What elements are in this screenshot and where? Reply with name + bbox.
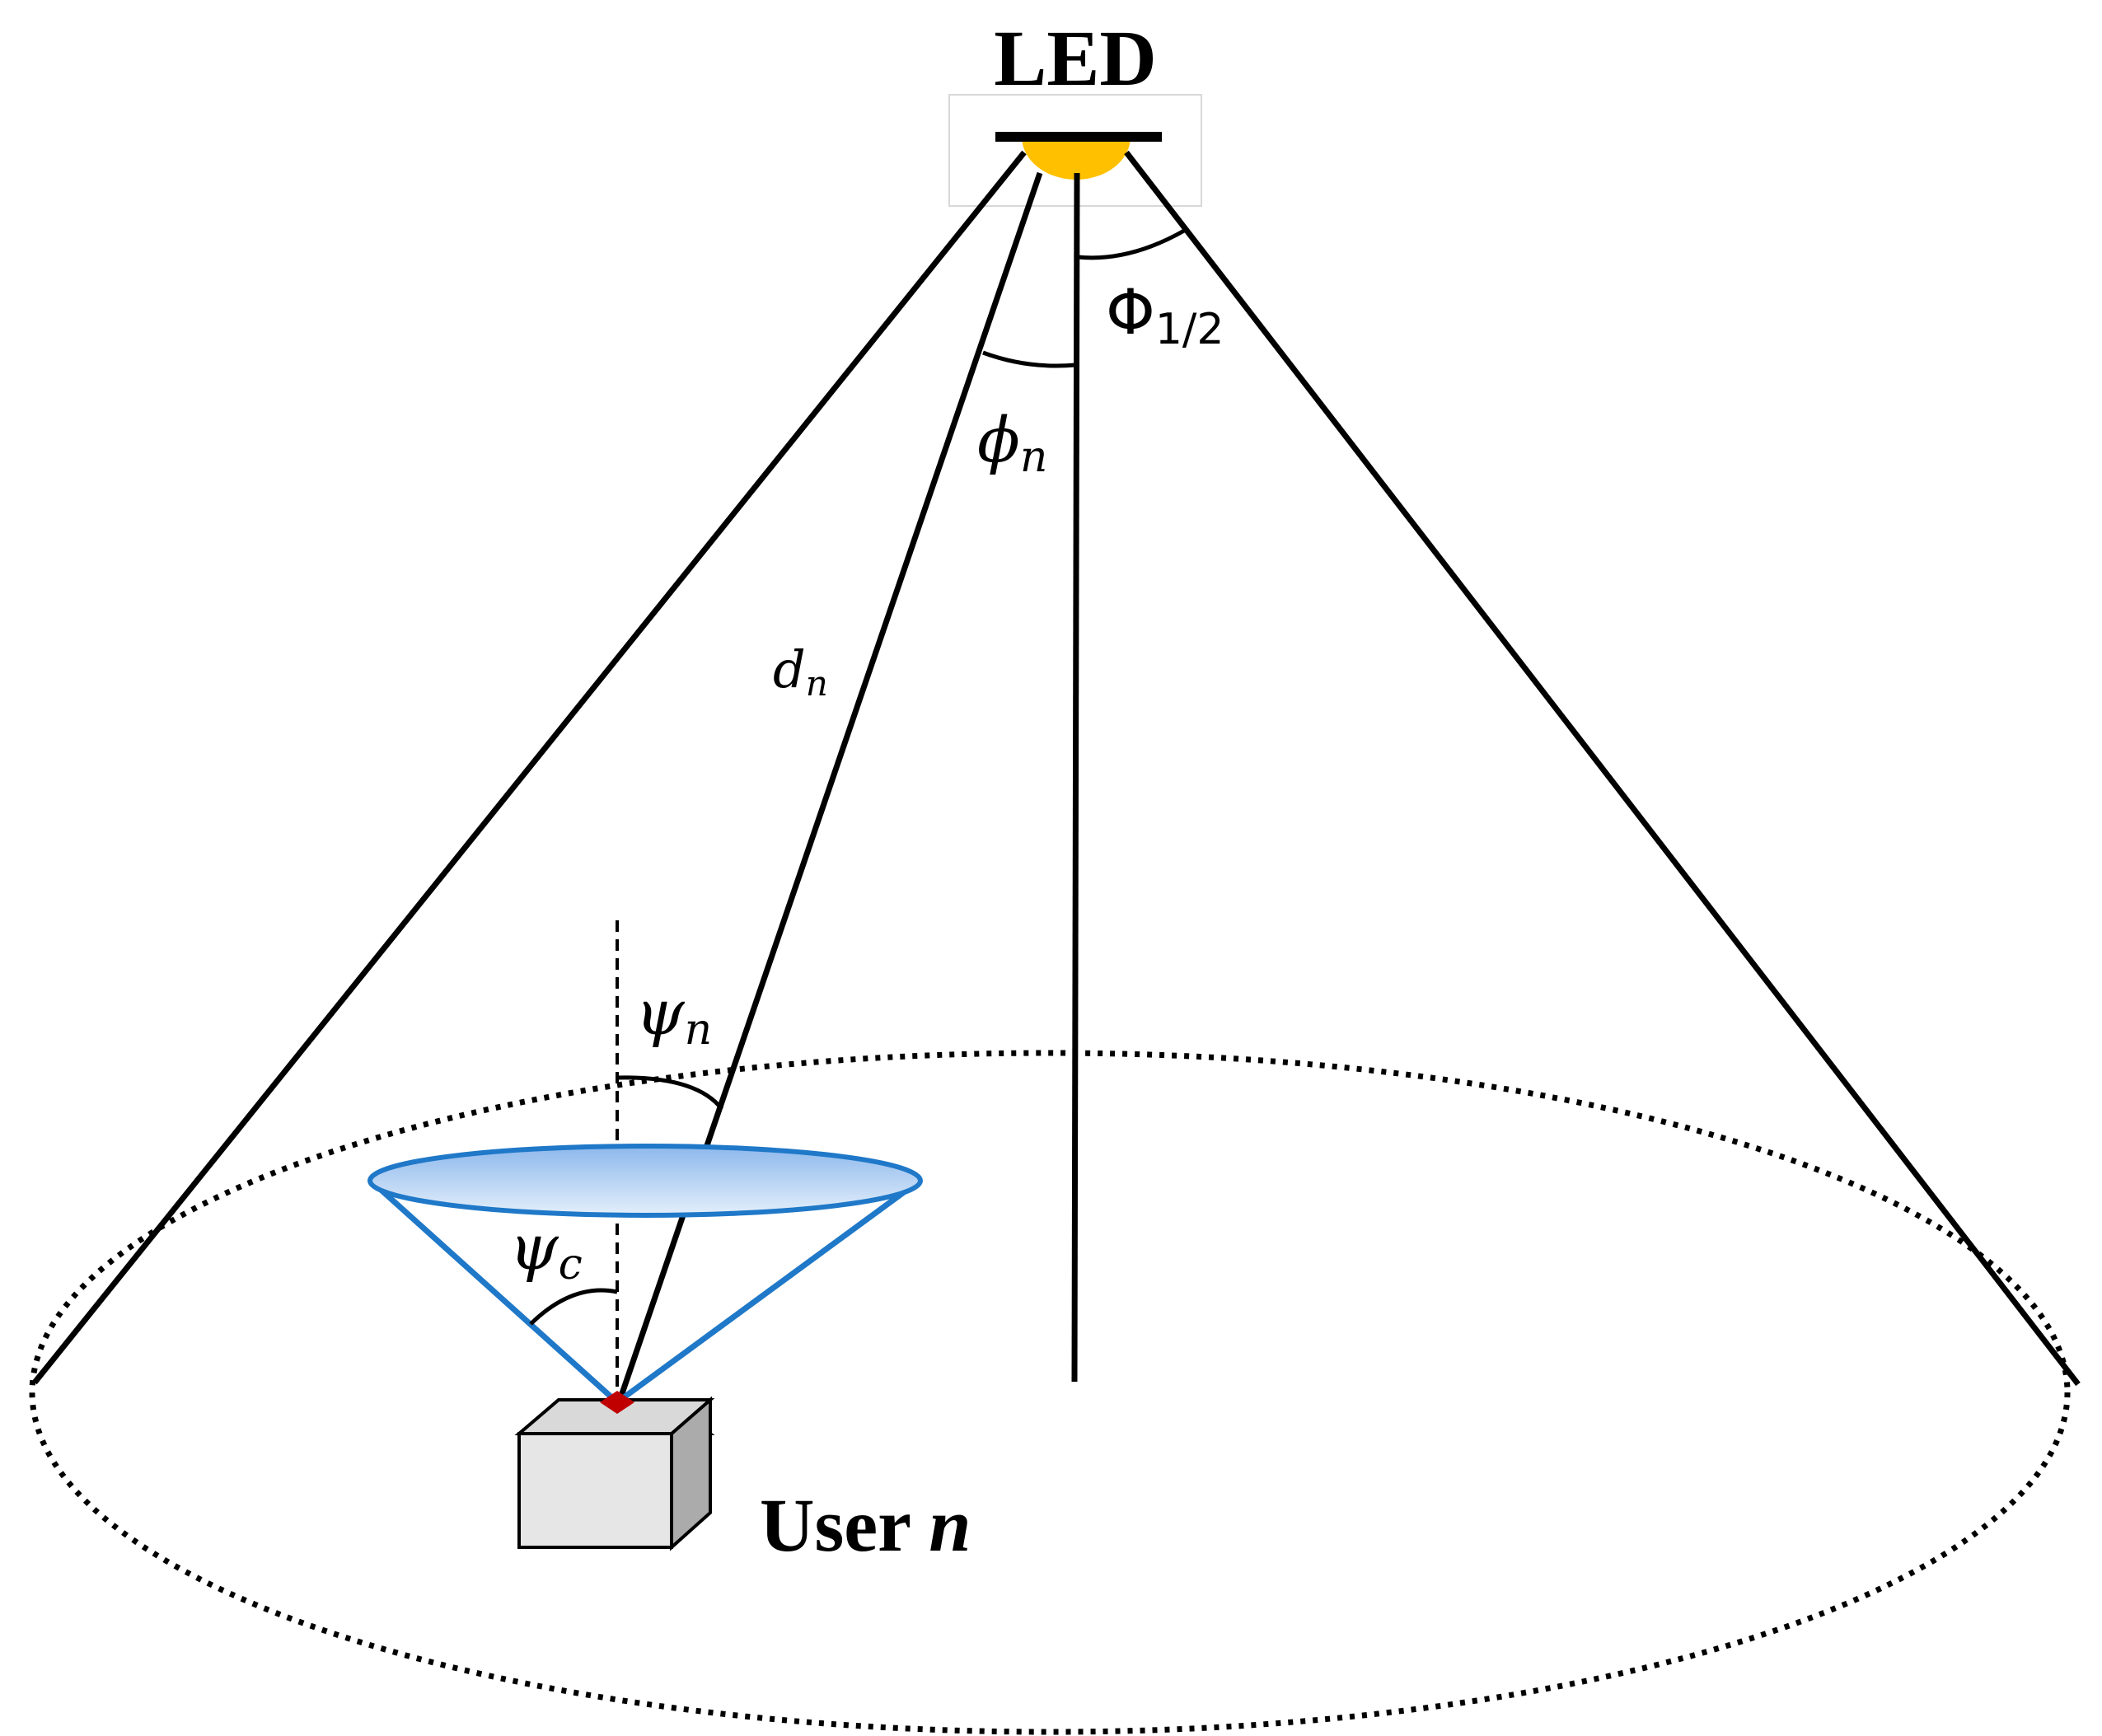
cone-right-edge	[1124, 150, 2081, 1387]
irradiance-angle-arc	[982, 350, 1076, 368]
photodetector-icon	[600, 1391, 634, 1414]
fov-angle-label: ψc	[509, 1210, 583, 1289]
distance-label: dn	[773, 639, 828, 704]
half-power-angle-arc	[1077, 228, 1186, 260]
incidence-angle-subscript: n	[685, 1005, 713, 1055]
fov-cone-left-edge	[368, 1178, 620, 1405]
irradiance-angle-symbol: ϕ	[977, 403, 1020, 476]
half-power-angle-symbol: Φ	[1106, 275, 1155, 349]
coverage-area-ellipse	[29, 1050, 2071, 1735]
incidence-angle-symbol: ψ	[635, 976, 686, 1049]
distance-subscript: n	[806, 663, 828, 704]
led-label: LED	[994, 14, 1156, 102]
distance-symbol: d	[773, 639, 806, 700]
cone-left-edge	[32, 150, 1027, 1385]
irradiance-angle-subscript: n	[1020, 433, 1048, 482]
irradiance-angle-label: ϕn	[977, 403, 1047, 482]
led-normal-axis	[1071, 172, 1080, 1383]
box-front-face	[517, 1432, 673, 1549]
fov-angle-symbol: ψ	[509, 1210, 559, 1284]
half-power-angle-label: Φ1/2	[1106, 275, 1224, 354]
receiver-lens	[367, 1144, 923, 1218]
fov-angle-arc	[529, 1288, 618, 1326]
fov-cone-right-edge	[615, 1178, 922, 1405]
incidence-angle-arc	[616, 1075, 723, 1111]
half-power-angle-subscript: 1/2	[1155, 305, 1224, 354]
led-dome	[1022, 137, 1131, 180]
user-label-var: n	[929, 1483, 971, 1567]
fov-angle-subscript: c	[559, 1240, 583, 1289]
box-top-face-fix	[514, 1398, 715, 1435]
user-box-icon	[514, 1396, 715, 1551]
user-label-prefix: User	[760, 1483, 910, 1567]
incidence-angle-label: ψn	[635, 976, 712, 1055]
user-label: User n	[760, 1483, 971, 1567]
